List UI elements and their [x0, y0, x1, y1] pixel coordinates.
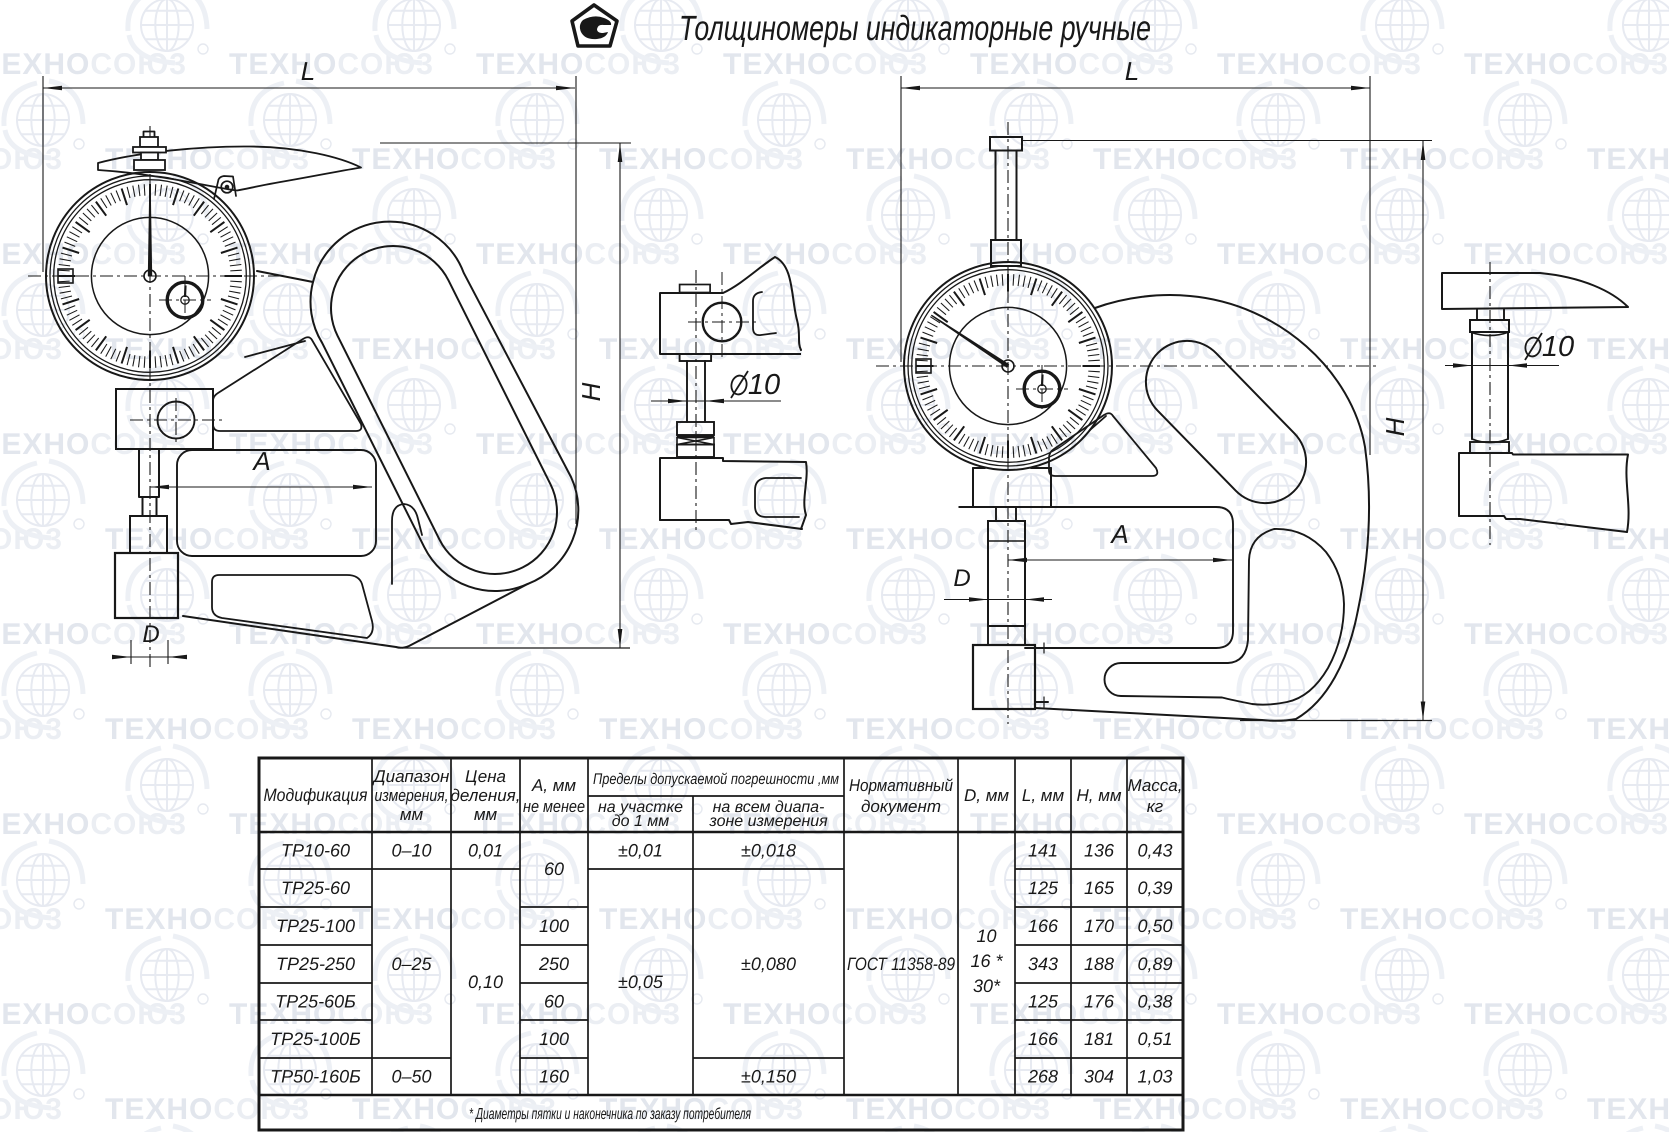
svg-text:A: A — [1109, 519, 1128, 549]
svg-text:зоне измерения: зоне измерения — [708, 813, 828, 830]
svg-text:10: 10 — [748, 369, 780, 401]
svg-text:0,38: 0,38 — [1137, 992, 1172, 1012]
svg-text:100: 100 — [539, 916, 569, 936]
svg-text:176: 176 — [1084, 992, 1115, 1012]
svg-text:10: 10 — [976, 926, 996, 946]
svg-text:мм: мм — [474, 805, 498, 824]
svg-text:170: 170 — [1084, 916, 1114, 936]
svg-text:ТР25-100: ТР25-100 — [276, 916, 355, 936]
svg-text:188: 188 — [1084, 954, 1114, 974]
svg-text:до 1 мм: до 1 мм — [612, 813, 670, 830]
svg-text:L: L — [1125, 56, 1139, 86]
svg-text:1,03: 1,03 — [1137, 1067, 1172, 1087]
svg-text:250: 250 — [538, 954, 569, 974]
svg-text:ТР50-160Б: ТР50-160Б — [270, 1067, 361, 1087]
svg-text:H: H — [1380, 417, 1410, 436]
svg-text:±0,018: ±0,018 — [741, 841, 796, 861]
svg-text:141: 141 — [1028, 841, 1058, 861]
svg-text:60: 60 — [544, 859, 564, 879]
svg-text:125: 125 — [1028, 992, 1059, 1012]
svg-text:А, мм: А, мм — [531, 776, 576, 795]
svg-text:10: 10 — [1542, 331, 1574, 363]
svg-text:L, мм: L, мм — [1022, 786, 1065, 805]
svg-text:Масса,: Масса, — [1128, 776, 1183, 795]
svg-text:Нормативный: Нормативный — [849, 776, 953, 795]
svg-text:166: 166 — [1028, 916, 1059, 936]
svg-text:181: 181 — [1084, 1029, 1114, 1049]
svg-text:0,10: 0,10 — [468, 972, 503, 992]
svg-text:D: D — [953, 565, 970, 592]
svg-text:0–50: 0–50 — [391, 1067, 431, 1087]
svg-text:160: 160 — [539, 1067, 569, 1087]
svg-text:136: 136 — [1084, 841, 1115, 861]
svg-text:304: 304 — [1084, 1067, 1114, 1087]
svg-text:0–10: 0–10 — [391, 841, 431, 861]
svg-text:L: L — [301, 56, 315, 86]
svg-text:125: 125 — [1028, 878, 1059, 898]
svg-text:±0,01: ±0,01 — [618, 841, 663, 861]
svg-text:D: D — [142, 621, 159, 648]
svg-text:166: 166 — [1028, 1029, 1059, 1049]
svg-text:не менее: не менее — [523, 797, 585, 816]
svg-text:D, мм: D, мм — [964, 786, 1009, 805]
svg-text:Цена: Цена — [465, 767, 506, 786]
svg-text:ТР25-60: ТР25-60 — [281, 878, 350, 898]
svg-text:0,01: 0,01 — [468, 841, 503, 861]
svg-text:ТР10-60: ТР10-60 — [281, 841, 350, 861]
svg-text:ТР25-60Б: ТР25-60Б — [275, 992, 356, 1012]
svg-text:0,50: 0,50 — [1137, 916, 1172, 936]
svg-text:0,39: 0,39 — [1137, 878, 1172, 898]
svg-text:Диапазон: Диапазон — [372, 767, 450, 786]
svg-text:16 *: 16 * — [970, 951, 1003, 971]
svg-text:100: 100 — [539, 1029, 569, 1049]
svg-text:±0,150: ±0,150 — [741, 1067, 796, 1087]
svg-text:ТР25-100Б: ТР25-100Б — [270, 1029, 361, 1049]
svg-text:±0,05: ±0,05 — [618, 972, 664, 992]
svg-text:деления,: деления, — [451, 786, 521, 805]
svg-text:кг: кг — [1147, 797, 1163, 816]
svg-text:ТР25-250: ТР25-250 — [276, 954, 355, 974]
svg-text:30*: 30* — [973, 976, 1001, 996]
svg-text:0–25: 0–25 — [391, 954, 432, 974]
svg-text:на всем диапа-: на всем диапа- — [713, 799, 825, 816]
svg-text:165: 165 — [1084, 878, 1115, 898]
svg-text:мм: мм — [400, 805, 424, 824]
svg-text:Толщиномеры индикаторные ручны: Толщиномеры индикаторные ручные — [679, 9, 1151, 48]
svg-text:0,51: 0,51 — [1137, 1029, 1172, 1049]
svg-text:A: A — [251, 446, 270, 476]
svg-text:Пределы допускаемой погрешност: Пределы допускаемой погрешности ,мм — [593, 771, 839, 788]
svg-text:H: H — [576, 382, 606, 401]
svg-text:ГОСТ 11358-89: ГОСТ 11358-89 — [847, 954, 955, 974]
svg-text:0,89: 0,89 — [1137, 954, 1172, 974]
svg-text:измерения,: измерения, — [375, 786, 449, 805]
svg-text:±0,080: ±0,080 — [741, 954, 796, 974]
svg-text:документ: документ — [861, 797, 941, 816]
svg-text:Модификация: Модификация — [264, 785, 368, 805]
svg-text:на участке: на участке — [598, 799, 683, 816]
svg-text:* Диаметры пятки и наконечника: * Диаметры пятки и наконечника по заказу… — [469, 1106, 751, 1123]
svg-text:343: 343 — [1028, 954, 1058, 974]
svg-text:60: 60 — [544, 992, 564, 1012]
svg-text:268: 268 — [1027, 1067, 1058, 1087]
svg-text:Н, мм: Н, мм — [1076, 786, 1121, 805]
svg-text:0,43: 0,43 — [1137, 841, 1172, 861]
